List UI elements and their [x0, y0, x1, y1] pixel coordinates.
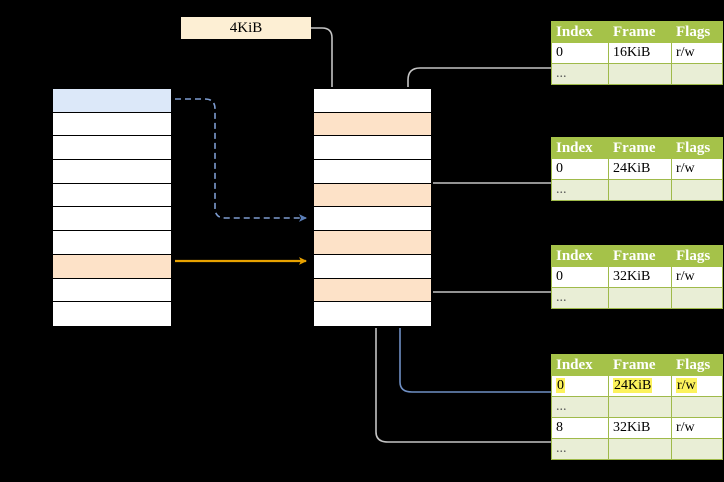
cell-frame	[608, 179, 672, 201]
table-row: ...	[551, 179, 723, 201]
phys-frame-row-7	[314, 254, 431, 279]
column-header-frame: Frame	[608, 137, 672, 159]
cell-index: ...	[551, 179, 609, 201]
cell-frame	[608, 438, 672, 460]
cell-frame: 32KiB	[608, 417, 672, 439]
cell-frame	[608, 287, 672, 309]
phys-frame-row-6	[314, 231, 431, 255]
highlighted-value: 24KiB	[613, 378, 653, 393]
cell-index: 0	[551, 42, 609, 64]
cell-index: 0	[551, 266, 609, 288]
phys-frame-row-3	[314, 160, 431, 184]
cell-index: ...	[551, 438, 609, 460]
cell-frame: 24KiB	[608, 158, 672, 180]
cell-flags: r/w	[671, 266, 723, 288]
phys-frame-row-2	[314, 136, 431, 161]
column-header-flags: Flags	[671, 245, 723, 267]
vaddr-page-row-0	[53, 89, 171, 113]
vaddr-page-row-5	[53, 207, 171, 232]
table-row: ...	[551, 396, 723, 418]
table-row: ...	[551, 438, 723, 460]
column-header-frame: Frame	[608, 245, 672, 267]
vaddr-page-row-3	[53, 160, 171, 184]
table-row: ...	[551, 287, 723, 309]
column-header-flags: Flags	[671, 354, 723, 376]
wire-pt1-to-frame	[416, 182, 551, 225]
vaddr-page-row-7	[53, 254, 171, 279]
table-row: 0 24KiB r/w	[551, 375, 723, 397]
column-header-frame: Frame	[608, 21, 672, 43]
cell-index: 0	[551, 375, 609, 397]
cell-frame	[608, 396, 672, 418]
column-header-index: Index	[551, 21, 609, 43]
cell-index: 8	[551, 417, 609, 439]
physical-memory-column	[312, 87, 433, 328]
cell-index: ...	[551, 287, 609, 309]
phys-frame-row-0	[314, 89, 431, 113]
phys-frame-row-8	[314, 278, 431, 303]
page-size-label: 4KiB	[181, 17, 311, 39]
cell-index: ...	[551, 63, 609, 85]
cell-flags: r/w	[671, 375, 723, 397]
vaddr-page-row-6	[53, 231, 171, 255]
table-row: ...	[551, 63, 723, 85]
column-header-flags: Flags	[671, 137, 723, 159]
column-header-index: Index	[551, 137, 609, 159]
cell-frame	[608, 63, 672, 85]
cell-frame: 24KiB	[608, 375, 672, 397]
phys-frame-row-5	[314, 207, 431, 232]
column-header-flags: Flags	[671, 21, 723, 43]
phys-frame-row-4	[314, 183, 431, 208]
column-header-index: Index	[551, 354, 609, 376]
vaddr-page-row-2	[53, 136, 171, 161]
phys-frame-row-1	[314, 112, 431, 137]
wire-pt2-to-frame	[416, 267, 551, 293]
cell-flags: r/w	[671, 158, 723, 180]
phys-frame-row-9	[314, 302, 431, 326]
vaddr-page-row-1	[53, 112, 171, 137]
column-header-index: Index	[551, 245, 609, 267]
column-header-frame: Frame	[608, 354, 672, 376]
cell-frame: 16KiB	[608, 42, 672, 64]
cell-flags	[671, 438, 723, 460]
highlighted-value: 0	[556, 378, 565, 393]
virtual-address-space-column	[51, 87, 173, 328]
cell-flags: r/w	[671, 42, 723, 64]
cell-flags	[671, 63, 723, 85]
cell-flags	[671, 287, 723, 309]
cell-index: ...	[551, 396, 609, 418]
highlighted-value: r/w	[676, 378, 697, 393]
vaddr-page-row-9	[53, 302, 171, 326]
cell-flags: r/w	[671, 417, 723, 439]
cell-flags	[671, 179, 723, 201]
wire-vaddr-to-frame	[175, 98, 307, 222]
vaddr-page-row-8	[53, 278, 171, 303]
vaddr-page-row-4	[53, 183, 171, 208]
cell-frame: 32KiB	[608, 266, 672, 288]
cell-index: 0	[551, 158, 609, 180]
cell-flags	[671, 396, 723, 418]
